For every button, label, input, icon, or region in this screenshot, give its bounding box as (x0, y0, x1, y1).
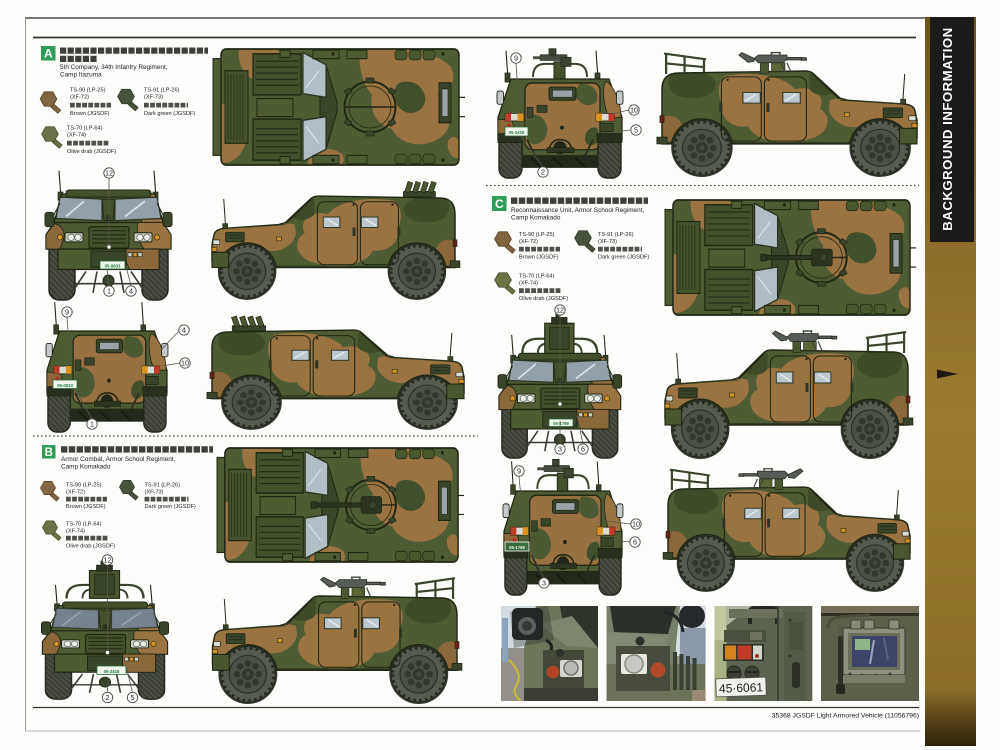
svg-text:Armor Combat, Armor School Reg: Armor Combat, Armor School Regiment, (61, 456, 176, 463)
svg-text:C: C (495, 197, 504, 211)
svg-text:TS-91 (LP-26): TS-91 (LP-26) (598, 232, 634, 238)
svg-text:45·6061: 45·6061 (719, 680, 764, 696)
svg-text:10: 10 (632, 520, 640, 529)
svg-text:Camp Itazuma: Camp Itazuma (60, 72, 102, 79)
svg-text:6: 6 (581, 445, 585, 454)
svg-text:05-0633: 05-0633 (57, 383, 73, 388)
svg-text:(XF-73): (XF-73) (145, 490, 164, 496)
svg-text:Camp Komakado: Camp Komakado (61, 464, 111, 471)
svg-text:35368 JGSDF Light Armored Vehi: 35368 JGSDF Light Armored Vehicle (11056… (772, 713, 919, 720)
svg-text:2: 2 (106, 693, 110, 702)
svg-text:12: 12 (556, 306, 564, 315)
svg-text:Dark green (JGSDF): Dark green (JGSDF) (145, 504, 196, 510)
svg-text:(XF-73): (XF-73) (598, 239, 617, 245)
svg-text:Camp Komakado: Camp Komakado (511, 215, 561, 222)
svg-text:TS-91 (LP-26): TS-91 (LP-26) (144, 88, 180, 94)
svg-text:Brown (JGSDF): Brown (JGSDF) (70, 111, 110, 117)
svg-text:Dark green (JGSDF): Dark green (JGSDF) (598, 255, 649, 261)
svg-text:05-2415: 05-2415 (104, 669, 120, 674)
svg-text:1: 1 (107, 287, 111, 296)
svg-text:Olive drab (JGSDF): Olive drab (JGSDF) (519, 296, 568, 302)
svg-text:05-0633: 05-0633 (105, 263, 121, 268)
svg-text:TS-70 (LP-64): TS-70 (LP-64) (66, 522, 102, 528)
svg-text:TS-90 (LP-25): TS-90 (LP-25) (70, 88, 106, 94)
svg-text:TS-90 (LP-25): TS-90 (LP-25) (519, 232, 555, 238)
svg-text:05-2415: 05-2415 (509, 130, 525, 135)
svg-text:05-1789: 05-1789 (553, 421, 569, 426)
svg-text:9: 9 (514, 54, 518, 63)
svg-text:5: 5 (634, 126, 638, 135)
svg-text:BACKGROUND INFORMATION: BACKGROUND INFORMATION (940, 27, 955, 230)
svg-text:A: A (44, 47, 53, 61)
svg-text:Olive drab (JGSDF): Olive drab (JGSDF) (67, 149, 116, 155)
svg-text:10: 10 (181, 359, 189, 368)
svg-text:4: 4 (129, 287, 133, 296)
svg-text:05-1789: 05-1789 (509, 545, 525, 550)
svg-text:(XF-72): (XF-72) (519, 239, 538, 245)
svg-text:Reconnaissance Unit, Armor Sch: Reconnaissance Unit, Armor School Regime… (511, 207, 644, 214)
svg-text:(XF-72): (XF-72) (66, 490, 85, 496)
svg-text:Brown (JGSDF): Brown (JGSDF) (519, 255, 559, 261)
svg-text:(XF-74): (XF-74) (67, 133, 86, 139)
svg-text:9: 9 (517, 467, 521, 476)
svg-text:5th Company, 34th Infantry Reg: 5th Company, 34th Infantry Regiment, (60, 64, 168, 71)
svg-text:(XF-74): (XF-74) (519, 281, 538, 287)
svg-text:TS-90 (LP-25): TS-90 (LP-25) (66, 483, 102, 489)
svg-text:Olive drab (JGSDF): Olive drab (JGSDF) (66, 544, 115, 550)
svg-text:TS-91 (LP-26): TS-91 (LP-26) (145, 483, 181, 489)
svg-text:2: 2 (541, 168, 545, 177)
svg-text:5: 5 (131, 693, 135, 702)
svg-text:12: 12 (104, 556, 112, 565)
svg-text:3: 3 (558, 445, 562, 454)
svg-text:B: B (45, 447, 53, 459)
svg-text:(XF-72): (XF-72) (70, 95, 89, 101)
svg-text:(XF-74): (XF-74) (66, 529, 85, 535)
svg-text:Dark green (JGSDF): Dark green (JGSDF) (144, 111, 195, 117)
svg-text:6: 6 (633, 538, 637, 547)
svg-text:Brown (JGSDF): Brown (JGSDF) (66, 504, 106, 510)
svg-text:TS-70 (LP-64): TS-70 (LP-64) (519, 274, 555, 280)
svg-text:12: 12 (105, 169, 113, 178)
svg-text:(XF-73): (XF-73) (144, 95, 163, 101)
svg-text:1: 1 (90, 420, 94, 429)
svg-text:TS-70 (LP-64): TS-70 (LP-64) (67, 126, 103, 132)
svg-text:4: 4 (182, 326, 186, 335)
svg-text:10: 10 (630, 106, 638, 115)
svg-text:3: 3 (542, 579, 546, 588)
svg-text:9: 9 (65, 308, 69, 317)
